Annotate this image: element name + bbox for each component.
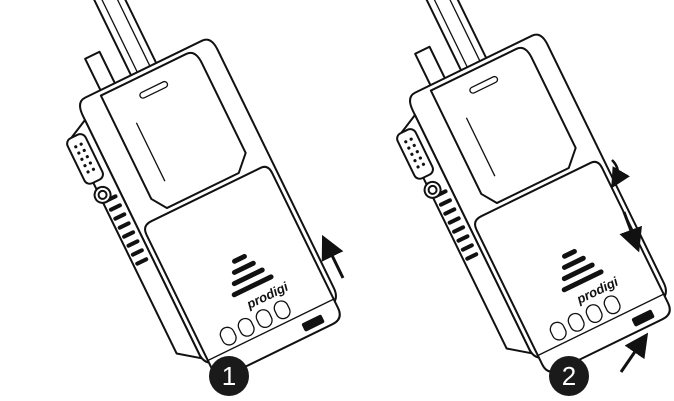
slide-down-arrow	[619, 211, 642, 253]
radio-illustration: prodigi	[2, 0, 349, 396]
slide-up-arrow	[321, 234, 345, 279]
step-1-panel: prodigi 1	[2, 0, 349, 396]
step-2-panel: prodigi 2	[332, 0, 674, 396]
slide-out-arrow	[619, 332, 649, 373]
step-2-badge: 2	[549, 356, 589, 396]
svg-text:2: 2	[562, 361, 576, 391]
step-1-badge: 1	[209, 356, 249, 396]
svg-text:1: 1	[222, 361, 236, 391]
rotate-arrow	[611, 159, 630, 189]
radio-illustration: prodigi	[332, 0, 674, 391]
